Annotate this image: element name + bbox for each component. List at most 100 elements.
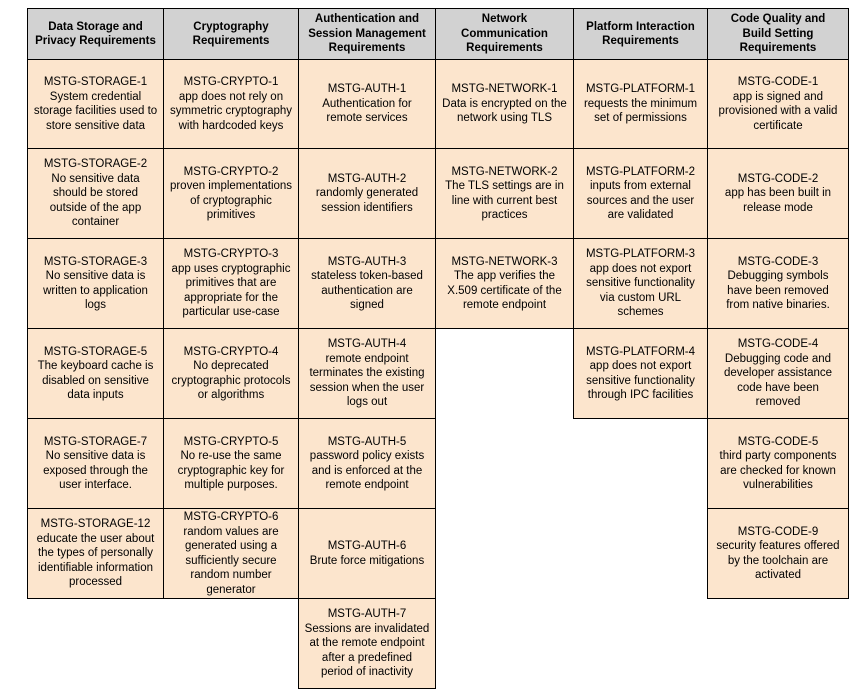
requirement-description: app has been built in release mode [724, 187, 832, 214]
requirement-id: MSTG-NETWORK-2 [451, 165, 558, 178]
column-header: Authentication and Session Management Re… [298, 8, 436, 60]
requirement-cell: MSTG-CODE-2 app has been built in release… [707, 148, 849, 239]
requirement-description: System credential storage facilities use… [33, 90, 158, 132]
requirement-description: The app verifies the X.509 certificate o… [447, 270, 562, 311]
requirement-id: MSTG-PLATFORM-1 [585, 83, 696, 96]
requirement-description: Sessions are invalidated at the remote e… [304, 622, 430, 679]
requirement-id: MSTG-AUTH-4 [327, 338, 407, 351]
requirement-description: No sensitive data is written to applicat… [43, 270, 148, 311]
requirement-id: MSTG-STORAGE-1 [43, 76, 148, 88]
requirement-id: MSTG-CODE-1 [737, 76, 819, 88]
requirement-id: MSTG-AUTH-5 [327, 435, 407, 448]
column-header: Platform Interaction Requirements [573, 8, 708, 60]
requirement-id: MSTG-AUTH-2 [327, 172, 407, 185]
requirement-cell: MSTG-STORAGE-7 No sensitive data is expos… [27, 418, 164, 509]
requirement-description: randomly generated session identifiers [315, 187, 419, 214]
column-header: Cryptography Requirements [163, 8, 299, 60]
requirement-cell: MSTG-PLATFORM-4 app does not export sensi… [573, 328, 708, 419]
requirement-id: MSTG-NETWORK-1 [451, 83, 558, 96]
column-header: Network Communication Requirements [435, 8, 574, 60]
requirement-id: MSTG-CRYPTO-5 [183, 435, 279, 448]
requirement-description: inputs from external sources and the use… [586, 180, 695, 221]
requirement-id: MSTG-CODE-9 [737, 525, 819, 538]
requirement-id: MSTG-PLATFORM-4 [585, 345, 696, 358]
requirement-id: MSTG-CRYPTO-4 [183, 345, 279, 358]
column-header: Data Storage and Privacy Requirements [27, 8, 164, 60]
requirement-id: MSTG-NETWORK-3 [451, 255, 558, 268]
requirement-id: MSTG-PLATFORM-3 [585, 248, 696, 261]
requirement-description: random values are generated using a suff… [183, 525, 279, 596]
requirement-description: proven implementations of cryptographic … [169, 180, 293, 221]
requirement-cell: MSTG-AUTH-2 randomly generated session id… [298, 148, 436, 239]
requirement-id: MSTG-PLATFORM-2 [585, 165, 696, 178]
requirement-description: Data is encrypted on the network using T… [442, 97, 567, 125]
requirement-description: third party components are checked for k… [719, 450, 837, 491]
requirement-cell: MSTG-CODE-9 security features offered by … [707, 508, 849, 599]
requirement-cell: MSTG-CRYPTO-4 No deprecated cryptographic… [163, 328, 299, 419]
requirement-description: app does not export sensitive functional… [586, 360, 695, 401]
requirement-description: app does not export sensitive functional… [586, 262, 695, 319]
requirement-id: MSTG-CRYPTO-1 [183, 76, 279, 88]
requirement-description: No re-use the same cryptographic key for… [177, 450, 285, 491]
requirement-id: MSTG-AUTH-1 [327, 83, 407, 96]
requirement-id: MSTG-CODE-5 [737, 435, 819, 448]
requirement-description: No sensitive data should be stored outsi… [49, 172, 142, 229]
requirements-column: Authentication and Session Management Re… [298, 8, 436, 689]
requirement-cell: MSTG-CRYPTO-2 proven implementations of c… [163, 148, 299, 239]
requirement-id: MSTG-CODE-3 [737, 255, 819, 268]
requirement-id: MSTG-STORAGE-2 [43, 158, 148, 171]
requirement-description: requests the minimum set of permissions [583, 97, 698, 125]
requirement-cell: MSTG-CRYPTO-1 app does not rely on symmet… [163, 59, 299, 149]
requirement-id: MSTG-AUTH-6 [327, 540, 407, 552]
requirement-description: app uses cryptographic primitives that a… [171, 262, 291, 319]
requirement-description: No sensitive data is exposed through the… [43, 450, 148, 491]
requirement-id: MSTG-AUTH-7 [327, 608, 407, 621]
requirement-description: educate the user about the types of pers… [36, 532, 155, 589]
requirement-id: MSTG-STORAGE-7 [43, 435, 148, 448]
requirement-id: MSTG-CODE-2 [737, 172, 819, 185]
requirement-cell: MSTG-AUTH-5 password policy exists and is… [298, 418, 436, 509]
requirement-description: Debugging symbols have been removed from… [726, 270, 830, 311]
requirement-id: MSTG-AUTH-3 [327, 255, 407, 268]
requirement-cell: MSTG-STORAGE-3 No sensitive data is writt… [27, 238, 164, 329]
requirement-cell: MSTG-CODE-5 third party components are ch… [707, 418, 849, 509]
requirement-description: Brute force mitigations [309, 554, 425, 567]
requirement-id: MSTG-CRYPTO-2 [183, 165, 279, 178]
requirement-description: The TLS settings are in line with curren… [445, 180, 564, 221]
requirement-id: MSTG-STORAGE-3 [43, 255, 148, 268]
requirement-id: MSTG-CODE-4 [737, 338, 819, 351]
requirement-description: password policy exists and is enforced a… [309, 450, 425, 491]
requirement-id: MSTG-STORAGE-5 [43, 345, 148, 358]
requirement-description: No deprecated cryptographic protocols or… [171, 360, 291, 401]
requirement-id: MSTG-CRYPTO-6 [183, 511, 279, 523]
requirements-column: Code Quality and Build Setting Requireme… [707, 8, 849, 599]
requirement-description: security features offered by the toolcha… [716, 540, 840, 581]
requirement-description: app does not rely on symmetric cryptogra… [169, 90, 293, 132]
requirement-id: MSTG-STORAGE-12 [40, 518, 151, 531]
requirement-description: Debugging code and developer assistance … [723, 352, 833, 409]
requirement-cell: MSTG-PLATFORM-2 inputs from external sour… [573, 148, 708, 239]
requirement-cell: MSTG-CRYPTO-5 No re-use the same cryptogr… [163, 418, 299, 509]
